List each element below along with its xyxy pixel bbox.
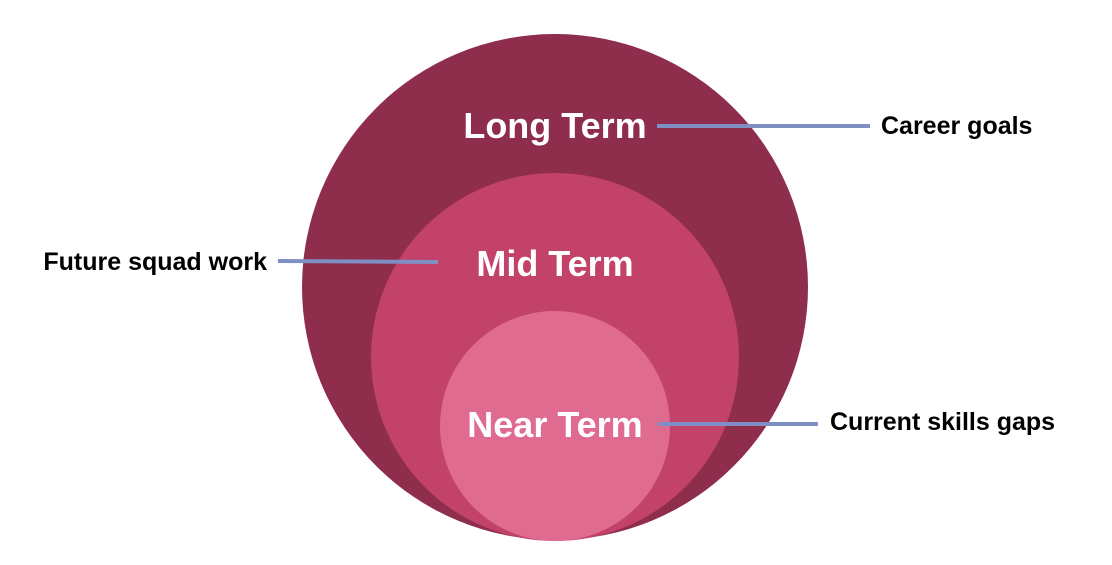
near-term-label: Near Term [467,404,642,445]
mid-term-label: Mid Term [476,243,633,284]
inner-circle-near-term [440,311,670,541]
current-skills-gaps-callout: Current skills gaps [830,408,1055,436]
connector-line-future-squad-work [277,259,439,264]
long-term-label: Long Term [463,105,646,146]
career-goals-callout: Career goals [881,112,1032,140]
future-squad-work-callout: Future squad work [43,248,267,276]
